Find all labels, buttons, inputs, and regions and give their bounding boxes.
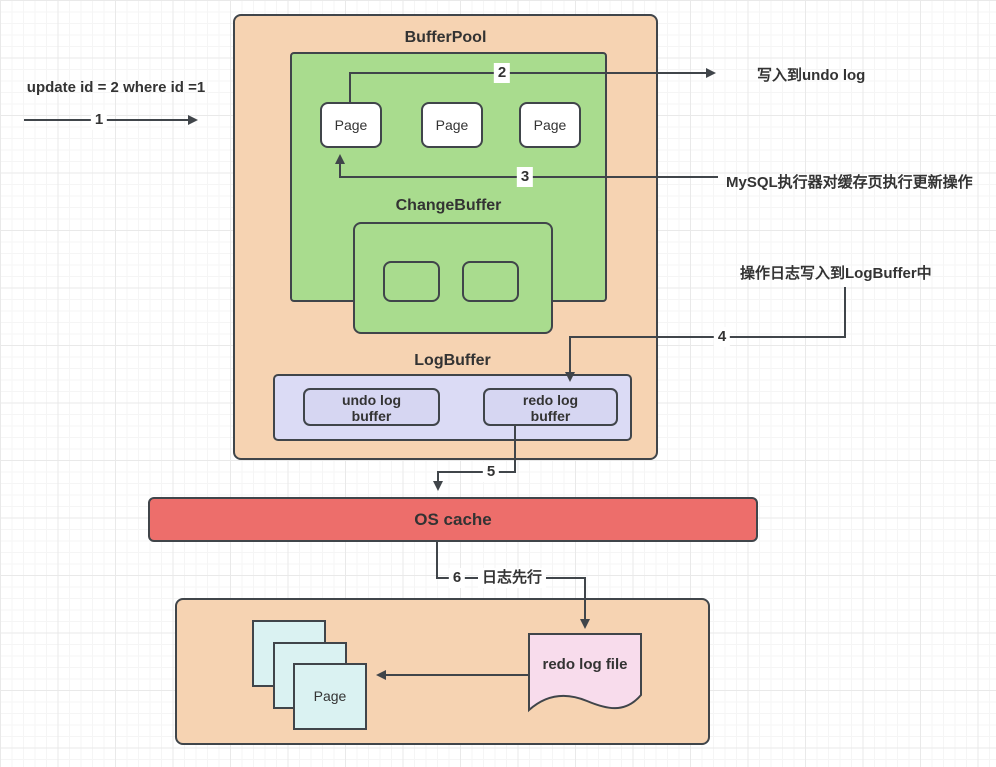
page-box-3: Page	[519, 102, 581, 148]
page-label: Page	[334, 117, 368, 133]
redo-log-buffer-label-line1: redo log	[522, 392, 579, 408]
os-cache-label: OS cache	[414, 510, 492, 529]
undo-log-buffer-label-line1: undo log	[341, 392, 402, 408]
write-ahead-log-label: 日志先行	[477, 568, 547, 588]
redo-log-file-shape	[528, 633, 642, 713]
step-6-badge: 6	[448, 568, 466, 588]
undo-log-buffer-label-line2: buffer	[351, 408, 392, 424]
step-1-badge: 1	[90, 110, 108, 130]
disk-page-front: Page	[293, 663, 367, 730]
executor-update-annotation: MySQL执行器对缓存页执行更新操作	[726, 174, 973, 191]
step-2-badge: 2	[493, 63, 511, 83]
write-undo-log-annotation: 写入到undo log	[757, 67, 866, 84]
disk-page-label: Page	[313, 688, 347, 704]
redo-log-buffer-box: redo log buffer	[483, 388, 618, 426]
logbuffer-title: LogBuffer	[414, 352, 491, 369]
page-box-1: Page	[320, 102, 382, 148]
os-cache-box: OS cache	[148, 497, 758, 542]
changebuffer-title: ChangeBuffer	[395, 197, 502, 214]
page-label: Page	[435, 117, 469, 133]
redo-log-file-label: redo log file	[542, 656, 628, 673]
page-label: Page	[533, 117, 567, 133]
bufferpool-title: BufferPool	[404, 29, 487, 46]
step-4-badge: 4	[713, 327, 731, 347]
changebuffer-slot-2	[462, 261, 519, 302]
step-5-badge: 5	[482, 462, 500, 482]
changebuffer-slot-1	[383, 261, 440, 302]
page-box-2: Page	[421, 102, 483, 148]
log-to-logbuffer-annotation: 操作日志写入到LogBuffer中	[740, 265, 932, 282]
redo-log-buffer-label-line2: buffer	[530, 408, 571, 424]
step-3-badge: 3	[516, 167, 534, 187]
undo-log-buffer-box: undo log buffer	[303, 388, 440, 426]
sql-query-text: update id = 2 where id =1	[26, 79, 206, 96]
